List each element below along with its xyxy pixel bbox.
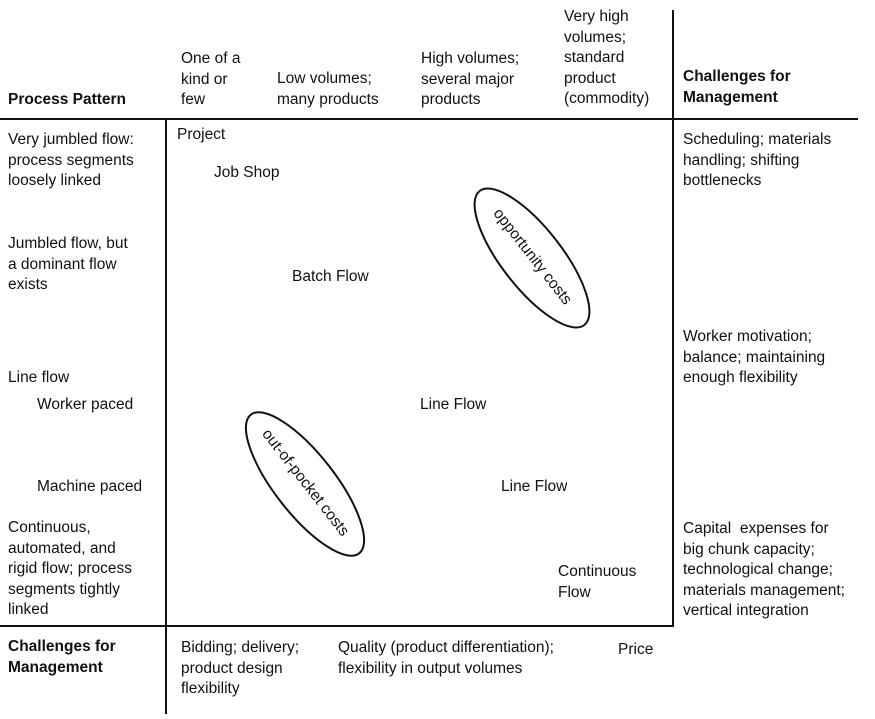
- out-of-pocket-costs-ellipse: [244, 411, 366, 557]
- row-label-continuous: Continuous, automated, and rigid flow; p…: [8, 519, 133, 618]
- matrix-line-flow-worker: Line Flow: [420, 396, 487, 413]
- process-pattern-header: Process Pattern: [8, 91, 127, 108]
- row-label-machine-paced: Machine paced: [37, 478, 143, 495]
- column-header-very-high-volumes: Very high volumes; standard product (com…: [564, 8, 650, 107]
- row-label-jumbled: Jumbled flow, but a dominant flow exists: [8, 235, 128, 293]
- row-label-line-flow: Line flow: [8, 369, 70, 386]
- bottom-challenge-quality: Quality (product differentiation); flexi…: [338, 639, 554, 677]
- right-challenge-capital-expenses: Capital expenses for big chunk capacity;…: [683, 520, 845, 619]
- matrix-job-shop: Job Shop: [214, 164, 280, 181]
- bottom-challenge-bidding: Bidding; delivery; product design flexib…: [181, 639, 300, 697]
- right-challenge-worker-motivation: Worker motivation; balance; maintaining …: [683, 328, 826, 386]
- matrix-continuous-flow: Continuous Flow: [558, 563, 637, 601]
- row-label-worker-paced: Worker paced: [37, 396, 134, 413]
- matrix-batch-flow: Batch Flow: [292, 268, 369, 285]
- right-challenges-header: Challenges for Management: [683, 68, 791, 106]
- column-header-high-volumes: High volumes; several major products: [421, 50, 520, 108]
- bottom-challenge-price: Price: [618, 641, 654, 658]
- column-header-one-of-a-kind: One of a kind or few: [181, 50, 241, 108]
- bottom-challenges-header: Challenges for Management: [8, 638, 116, 676]
- row-label-very-jumbled: Very jumbled flow: process segments loos…: [8, 131, 134, 189]
- matrix-line-flow-machine: Line Flow: [501, 478, 568, 495]
- right-challenge-scheduling: Scheduling; materials handling; shifting…: [683, 131, 832, 189]
- matrix-project: Project: [177, 126, 226, 143]
- column-header-low-volumes: Low volumes; many products: [277, 70, 379, 108]
- opportunity-costs-ellipse: [473, 187, 591, 329]
